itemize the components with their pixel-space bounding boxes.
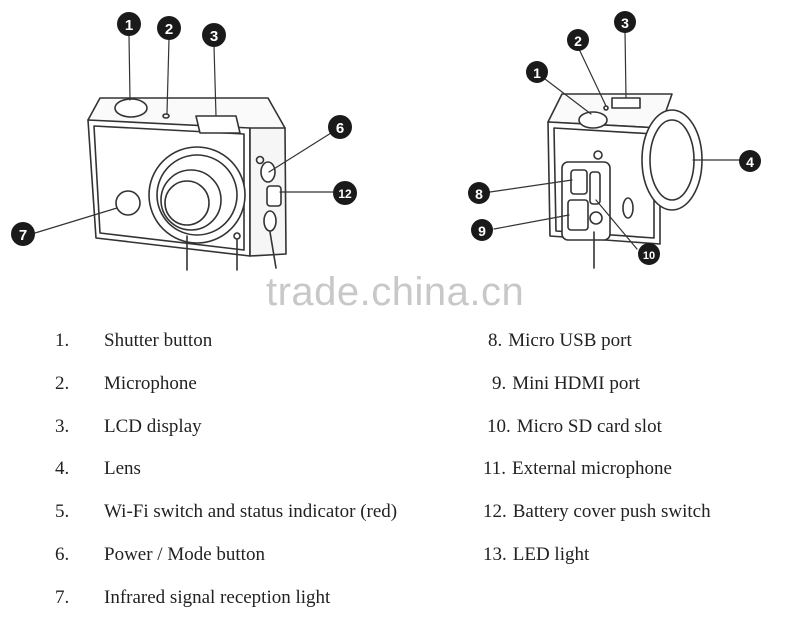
legend-number: 11. — [483, 458, 507, 479]
svg-text:1: 1 — [533, 65, 541, 81]
watermark: trade.china.cn — [266, 270, 525, 314]
callout-badges: 1 2 3 6 12 7 1 2 3 4 8 9 10 — [11, 11, 761, 265]
legend-number: 7. — [55, 587, 70, 608]
legend-label: Microphone — [104, 373, 197, 394]
legend-label: Power / Mode button — [104, 544, 265, 565]
legend-item-5: 5. Wi-Fi switch and status indicator (red… — [55, 501, 397, 523]
legend-item-12: 12.Battery cover push switch — [483, 501, 711, 523]
callout-3-side: 3 — [614, 11, 636, 33]
svg-text:2: 2 — [165, 21, 173, 38]
callout-2-front: 2 — [157, 16, 181, 40]
legend-item-13: 13.LED light — [483, 544, 589, 566]
leader-lines — [34, 30, 740, 250]
legend-number: 5. — [55, 501, 70, 522]
svg-text:9: 9 — [478, 223, 486, 239]
legend-label: External microphone — [512, 458, 672, 479]
legend-number: 1. — [55, 330, 70, 351]
legend-label: LED light — [512, 544, 590, 565]
legend-item-1: 1. Shutter button — [55, 330, 212, 352]
callout-6-front: 6 — [328, 115, 352, 139]
legend-number: 9. — [492, 373, 507, 394]
legend-item-10: 10.Micro SD card slot — [487, 416, 662, 438]
legend-item-6: 6. Power / Mode button — [55, 544, 265, 566]
legend-label: Shutter button — [104, 330, 213, 351]
callout-10-side: 10 — [638, 243, 660, 265]
svg-text:2: 2 — [574, 33, 582, 49]
legend-label: Infrared signal reception light — [104, 587, 331, 608]
legend-item-7: 7. Infrared signal reception light — [55, 587, 330, 609]
svg-text:7: 7 — [19, 227, 27, 244]
legend-label: LCD display — [104, 416, 202, 437]
legend-label: Lens — [104, 458, 141, 479]
svg-text:3: 3 — [621, 15, 629, 31]
legend-number: 12. — [483, 501, 507, 522]
legend-number: 13. — [483, 544, 507, 565]
legend-label: Micro USB port — [508, 330, 632, 351]
callout-2-side: 2 — [567, 29, 589, 51]
callout-3-front: 3 — [202, 23, 226, 47]
svg-text:3: 3 — [210, 28, 218, 45]
legend-label: Micro SD card slot — [516, 416, 662, 437]
callout-1-front: 1 — [117, 12, 141, 36]
svg-text:6: 6 — [336, 120, 344, 137]
legend-item-4: 4. Lens — [55, 458, 141, 480]
legend-number: 2. — [55, 373, 70, 394]
camera-front-view — [87, 97, 287, 271]
callout-4-side: 4 — [739, 150, 761, 172]
svg-text:10: 10 — [643, 250, 655, 262]
legend-label: Wi-Fi switch and status indicator (red) — [104, 501, 398, 522]
legend-number: 6. — [55, 544, 70, 565]
legend-item-8: 8.Micro USB port — [488, 330, 632, 352]
legend-number: 3. — [55, 416, 70, 437]
callout-1-side: 1 — [526, 61, 548, 83]
legend-number: 4. — [55, 458, 70, 479]
svg-text:4: 4 — [746, 154, 754, 170]
legend-item-3: 3. LCD display — [55, 416, 202, 438]
legend-item-2: 2. Microphone — [55, 373, 197, 395]
legend-number: 8. — [488, 330, 503, 351]
legend-item-11: 11.External microphone — [483, 458, 672, 480]
callout-9-side: 9 — [471, 219, 493, 241]
svg-text:1: 1 — [125, 17, 133, 34]
svg-text:12: 12 — [338, 187, 352, 201]
legend-item-9: 9.Mini HDMI port — [492, 373, 640, 395]
legend-label: Mini HDMI port — [512, 373, 640, 394]
legend-number: 10. — [487, 416, 511, 437]
camera-diagram: 1 2 3 6 12 7 1 2 3 4 8 9 10 — [11, 11, 761, 271]
svg-text:8: 8 — [475, 186, 483, 202]
callout-7-front: 7 — [11, 222, 35, 246]
callout-8-side: 8 — [468, 182, 490, 204]
callout-12-front: 12 — [333, 181, 357, 205]
camera-side-view — [547, 93, 703, 269]
legend-label: Battery cover push switch — [512, 501, 711, 522]
